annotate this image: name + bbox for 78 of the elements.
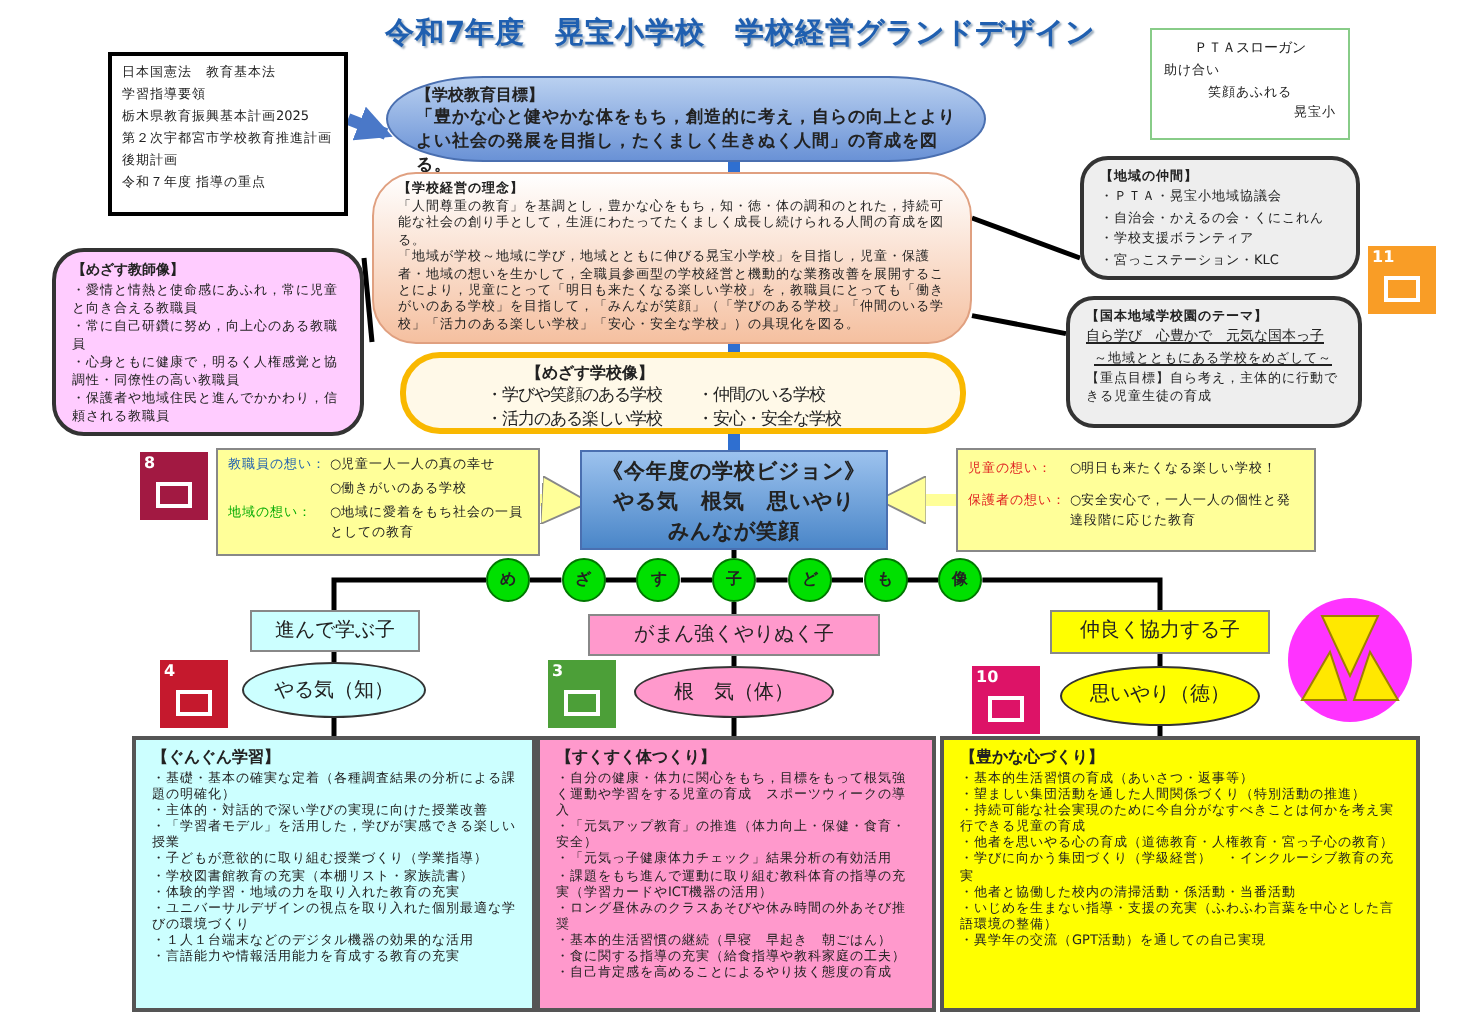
body-text: 仲良く協力する子 (1078, 617, 1242, 646)
connector-line (605, 577, 637, 583)
connector-line (731, 656, 737, 667)
slogan-box (1150, 28, 1350, 140)
connector-line (331, 577, 486, 610)
connector-line (971, 313, 1067, 337)
wish-callout (956, 448, 1316, 552)
word-circle (561, 558, 606, 602)
icon-number: 10 (976, 668, 999, 686)
connector-line (731, 550, 737, 558)
child-goal-box (250, 610, 420, 652)
heading-text: 【豊かな心づくり】 (960, 746, 1106, 770)
body-text: ・学びや笑顔のある学校 (486, 384, 664, 407)
theme-box (1066, 296, 1362, 428)
connector-line (728, 434, 740, 450)
connector-line (331, 652, 337, 663)
body-text: も (875, 568, 895, 592)
philosophy-box (372, 172, 972, 344)
heading-text: 【めざす学校像】 (524, 362, 656, 384)
word-circle (938, 558, 983, 602)
body-text: ざ (573, 568, 594, 592)
connector-line (982, 577, 1163, 610)
heading-text: 【学校教育目標】 (416, 84, 546, 106)
body-text: ど (799, 568, 820, 592)
connector-line (907, 577, 939, 583)
word-circle (636, 558, 681, 602)
icon-number: 4 (164, 662, 176, 680)
body-text: す (648, 568, 669, 592)
connector-line (1157, 726, 1163, 736)
icon-number: 3 (552, 662, 564, 680)
connector-line (831, 577, 863, 583)
body-text: がまん強くやりぬく子 (632, 622, 836, 650)
teacher-ideal-box (52, 248, 364, 436)
body-text: 進んで学ぶ子 (273, 618, 397, 646)
child-goal-box (1050, 610, 1270, 654)
body-text: やる気 根気 思いやり (611, 488, 857, 518)
word-circle (486, 558, 530, 602)
body-text: 子 (724, 568, 745, 592)
word-circle (787, 558, 832, 602)
vision-box (580, 450, 888, 550)
connector-line (331, 718, 337, 736)
title: 令和7年度 晃宝小学校 学校経営グランドデザイン (382, 14, 1098, 52)
community-box (1080, 156, 1360, 280)
connector-line (728, 160, 740, 172)
connector-line (530, 577, 562, 583)
icon-number: 11 (1372, 248, 1395, 266)
word-circle (712, 558, 757, 602)
body-text: ・安心・安全な学校 (697, 407, 843, 430)
body-text: め (498, 568, 518, 592)
connector-line (680, 577, 713, 583)
body-text: 根 気（体） (672, 679, 796, 708)
icon-number: 8 (144, 454, 156, 472)
activity-box (132, 736, 536, 1012)
connector-line (971, 215, 1081, 261)
heading-text: 《今年度の学校ビジョン》 (600, 458, 868, 488)
word-circle (863, 558, 907, 602)
body-text: 像 (949, 568, 971, 592)
body-text: ・仲間のいる学校 (697, 384, 827, 407)
activity-box (940, 736, 1420, 1012)
wish-callout (216, 448, 540, 556)
connector-line (731, 602, 737, 614)
body-text: 「豊かな心と健やかな体をもち，創造的に考え，自らの向上とよりよい社会の発展を目指し，たくましく生きぬく人間」の育成を図る。 (416, 106, 956, 178)
connector-line (728, 340, 740, 352)
connector-line (756, 577, 788, 583)
school-ideal-box (400, 352, 966, 434)
arrow (345, 106, 393, 141)
heading-text: 【すくすく体つくり】 (556, 746, 718, 770)
activity-box (536, 736, 936, 1012)
body-text: 思いやり（徳） (1088, 682, 1232, 710)
body-text: やる気（知） (272, 678, 396, 706)
child-goal-box (588, 614, 880, 656)
connector-line (361, 257, 375, 343)
connector-line (1157, 654, 1163, 666)
connector-line (731, 718, 737, 736)
heading-text: 【ぐんぐん学習】 (152, 746, 282, 770)
body-text: みんなが笑顔 (666, 518, 802, 548)
source-list-box (108, 52, 348, 216)
body-text: ・活力のある楽しい学校 (486, 407, 664, 430)
